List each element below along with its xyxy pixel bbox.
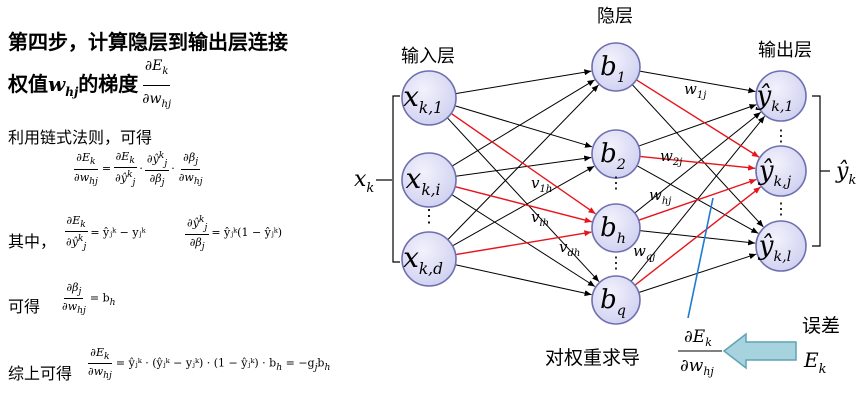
obtain-label: 可得 [8, 297, 41, 316]
edge-hidden-3-output-1 [634, 186, 761, 286]
output-node-3: ŷk,l [755, 220, 807, 272]
output-node-2-label: ŷk,j [758, 156, 792, 190]
input-bracket [392, 95, 400, 263]
error-label: 误差 [802, 315, 840, 337]
edge-input-0-hidden-2 [450, 112, 596, 215]
hidden-ellipsis-2: ⋮ [608, 253, 624, 272]
input-node-1-label: xk,1 [403, 80, 443, 117]
input-node-2-label: xk,i [406, 162, 441, 199]
error-symbol: Ek [803, 348, 827, 377]
edge-hidden-3-output-0 [630, 115, 766, 282]
weight-label-wqj: wqj [633, 242, 655, 263]
hidden-node-4-label: bq [600, 285, 626, 319]
hidden-node-3: bh [591, 203, 641, 253]
partial-output-equation: ∂Ek∂ŷkj= ŷⱼᵏ − yⱼᵏ [64, 214, 146, 253]
backprop-arrow-icon [722, 332, 797, 370]
weight-label-v1h: v1h [531, 174, 552, 195]
hidden-node-1-label: b1 [600, 52, 626, 86]
output-node-1: ŷk,1 [755, 70, 807, 122]
edges-red [450, 79, 761, 286]
hidden-node-2: b2 [591, 129, 641, 179]
weight-label-vdh: vdh [559, 238, 580, 259]
edge-input-2-hidden-3 [455, 264, 592, 297]
output-ellipsis-1: ⋮ [773, 126, 789, 145]
edge-hidden-0-output-1 [635, 79, 760, 158]
edge-input-1-hidden-1 [455, 155, 592, 177]
section-title: 第四步，计算隐层到输出层连接 [8, 30, 288, 54]
nodes: xk,1 xk,i xk,d b1 b2 bh bq ŷk,1 ŷk,j ŷk,l [401, 42, 807, 325]
edge-hidden-1-output-0 [638, 104, 757, 147]
edge-hidden-0-output-2 [631, 84, 764, 228]
input-node-3-label: xk,d [403, 241, 443, 278]
hidden-layer-label: 隐层 [597, 6, 633, 27]
weight-label-w2j: w2j [660, 147, 682, 168]
gradient-pointer-line [687, 197, 714, 319]
output-node-3-label: ŷk,l [758, 231, 791, 265]
output-node-1-label: ŷk,1 [755, 81, 793, 115]
edge-input-0-hidden-3 [446, 117, 600, 282]
hidden-node-3-label: bh [600, 213, 626, 247]
svg-text:∂Ek: ∂Ek [684, 327, 712, 349]
summary-label: 综上可得 [8, 364, 73, 383]
output-layer-label: 输出层 [758, 40, 812, 61]
weight-label-w1j: w1j [684, 80, 706, 101]
output-bracket [812, 95, 821, 247]
input-ellipsis: ⋮ [420, 206, 438, 227]
hidden-node-4: bq [591, 275, 641, 325]
edge-input-1-hidden-2 [454, 186, 592, 223]
derivative-label: 对权重求导 [545, 347, 640, 369]
edge-input-2-hidden-2 [455, 230, 592, 256]
edges-black [446, 69, 766, 297]
svg-text:∂whj: ∂whj [680, 356, 714, 378]
weight-label-whj: whj [649, 186, 671, 207]
edge-input-0-hidden-0 [455, 69, 592, 95]
summary-equation: ∂Ek∂whj= ŷⱼᵏ · (ŷⱼᵏ − yⱼᵏ) · (1 − ŷⱼᵏ) ·… [88, 346, 331, 382]
output-ellipsis-2: ⋮ [773, 199, 789, 218]
input-layer-label: 输入层 [401, 46, 455, 67]
edge-hidden-0-output-0 [639, 70, 756, 94]
section-title-line2: 权值whj的梯度∂Ek∂whj [8, 54, 175, 117]
edge-hidden-2-output-1 [638, 178, 757, 221]
edge-input-2-hidden-0 [447, 84, 599, 241]
input-vector-label: xk [354, 167, 374, 196]
gradient-fraction: ∂Ek ∂whj [678, 327, 722, 378]
sigmoid-derivative-equation: ∂ŷkj∂βj= ŷⱼᵏ(1 − ŷⱼᵏ) [185, 214, 283, 253]
input-node-3: xk,d [401, 231, 457, 287]
edge-input-2-hidden-1 [452, 165, 595, 247]
edge-input-0-hidden-1 [454, 105, 593, 148]
hidden-ellipsis-1: ⋮ [608, 173, 624, 192]
title-gradient-fraction: ∂Ek∂whj [140, 54, 173, 117]
output-vector-label: ŷk [835, 159, 856, 188]
chain-rule-label: 利用链式法则，可得 [8, 128, 153, 147]
beta-derivative-equation: ∂βj∂whj= bh [62, 281, 116, 317]
hidden-node-2-label: b2 [600, 139, 626, 173]
edge-input-1-hidden-0 [451, 79, 595, 167]
output-node-2: ŷk,j [755, 145, 807, 197]
input-node-1: xk,1 [401, 70, 457, 126]
input-node-2: xk,i [401, 152, 457, 208]
edge-hidden-1-output-1 [639, 155, 756, 171]
hidden-node-1: b1 [591, 42, 641, 92]
chain-rule-equation: ∂Ek∂whj=∂Ek∂ŷkj·∂ŷkj∂βj·∂βj∂whj [74, 150, 203, 189]
edge-input-1-hidden-3 [451, 194, 596, 287]
weight-label-vih: vih [531, 208, 549, 229]
among-label: 其中， [8, 232, 57, 251]
